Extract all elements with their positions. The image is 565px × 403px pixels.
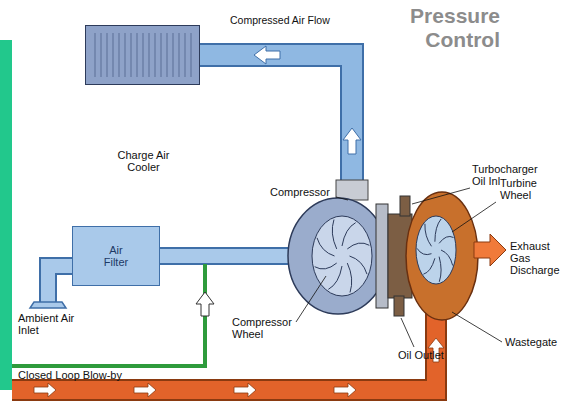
part-label: Wastegate [505,336,557,348]
node-label: Charge Air Cooler [86,149,201,173]
compressor-housing [288,198,388,314]
compressed-air-pipe [196,55,352,192]
blade [439,236,453,243]
flow-arrow [343,128,361,154]
part-label: Compressed Air Flow [230,14,330,26]
blade [435,219,441,242]
flow-arrow [196,292,214,316]
blade [441,250,453,265]
turbine-housing [406,192,478,320]
leader-lines [296,188,502,347]
blade [350,256,368,274]
part-label: Ambient Air Inlet [18,312,80,336]
part-label: Closed Loop Blow-by [18,369,122,381]
flow-arrow [254,46,280,64]
intake-pipe [158,249,305,263]
pipe-outline [158,247,305,265]
blade [328,266,342,289]
back-plate [376,204,388,308]
part-label: Turbine Wheel [500,177,558,201]
pipe-outline [196,55,352,192]
turbine-wheel [416,216,456,284]
air-filter-box: Air Filter [72,226,160,286]
blade [439,257,441,282]
wheel-blades [417,219,453,282]
node-label: Air Filter [96,244,136,268]
side-bar [0,40,12,390]
blade [332,220,336,249]
oil-inlet-port [400,196,410,216]
cooler-fins [85,25,200,85]
oil-outlet-port [394,296,404,316]
part-label: Oil Outlet [398,349,444,361]
blade [342,223,356,246]
compressor-flange [336,180,368,200]
pipe-outline [12,312,436,390]
exhaust-pipe [12,312,436,390]
inlet-flare [30,302,66,308]
blade [425,224,432,247]
blade [315,263,337,269]
pipe-outline [48,266,74,302]
charge-air-cooler: Charge Air Cooler [85,25,200,85]
blade [347,243,369,249]
title: Pressure Control [400,4,500,52]
blade [347,263,351,292]
ambient-inlet-pipe [48,266,74,302]
part-label: Exhaust Gas Discharge [510,240,562,276]
part-label: Compressor [270,186,330,198]
flow-arrows [34,338,444,397]
blade [417,248,431,254]
part-label: Compressor Wheel [232,316,302,340]
blade [317,238,335,256]
blade [423,258,434,274]
exhaust-arrow [474,234,506,266]
